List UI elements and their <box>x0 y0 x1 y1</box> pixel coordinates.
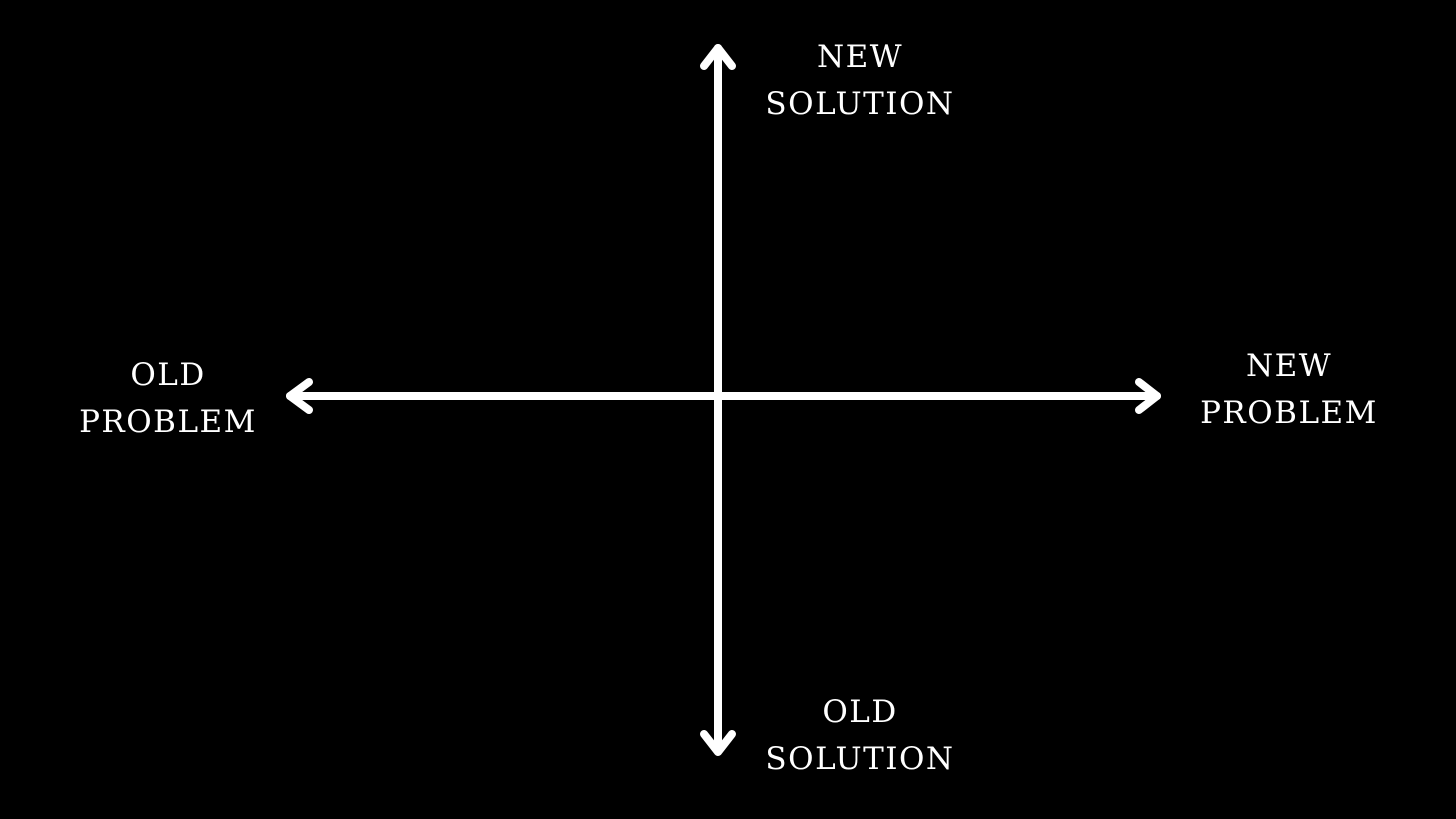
label-line: SOLUTION <box>765 86 955 122</box>
label-line: SOLUTION <box>765 741 955 777</box>
label-new-solution: NEW SOLUTION <box>760 34 960 128</box>
label-old-problem: OLD PROBLEM <box>68 352 268 446</box>
arrowhead-down <box>700 730 736 756</box>
arrowhead-left <box>286 378 313 414</box>
label-line: OLD <box>130 357 206 393</box>
arrowhead-up <box>700 44 736 70</box>
label-new-problem: NEW PROBLEM <box>1189 343 1389 437</box>
label-line: PROBLEM <box>1200 395 1378 431</box>
label-line: OLD <box>822 694 898 730</box>
label-line: NEW <box>1245 348 1333 384</box>
label-old-solution: OLD SOLUTION <box>760 689 960 783</box>
arrowhead-right <box>1135 378 1161 414</box>
label-line: PROBLEM <box>79 404 257 440</box>
label-line: NEW <box>816 39 904 75</box>
